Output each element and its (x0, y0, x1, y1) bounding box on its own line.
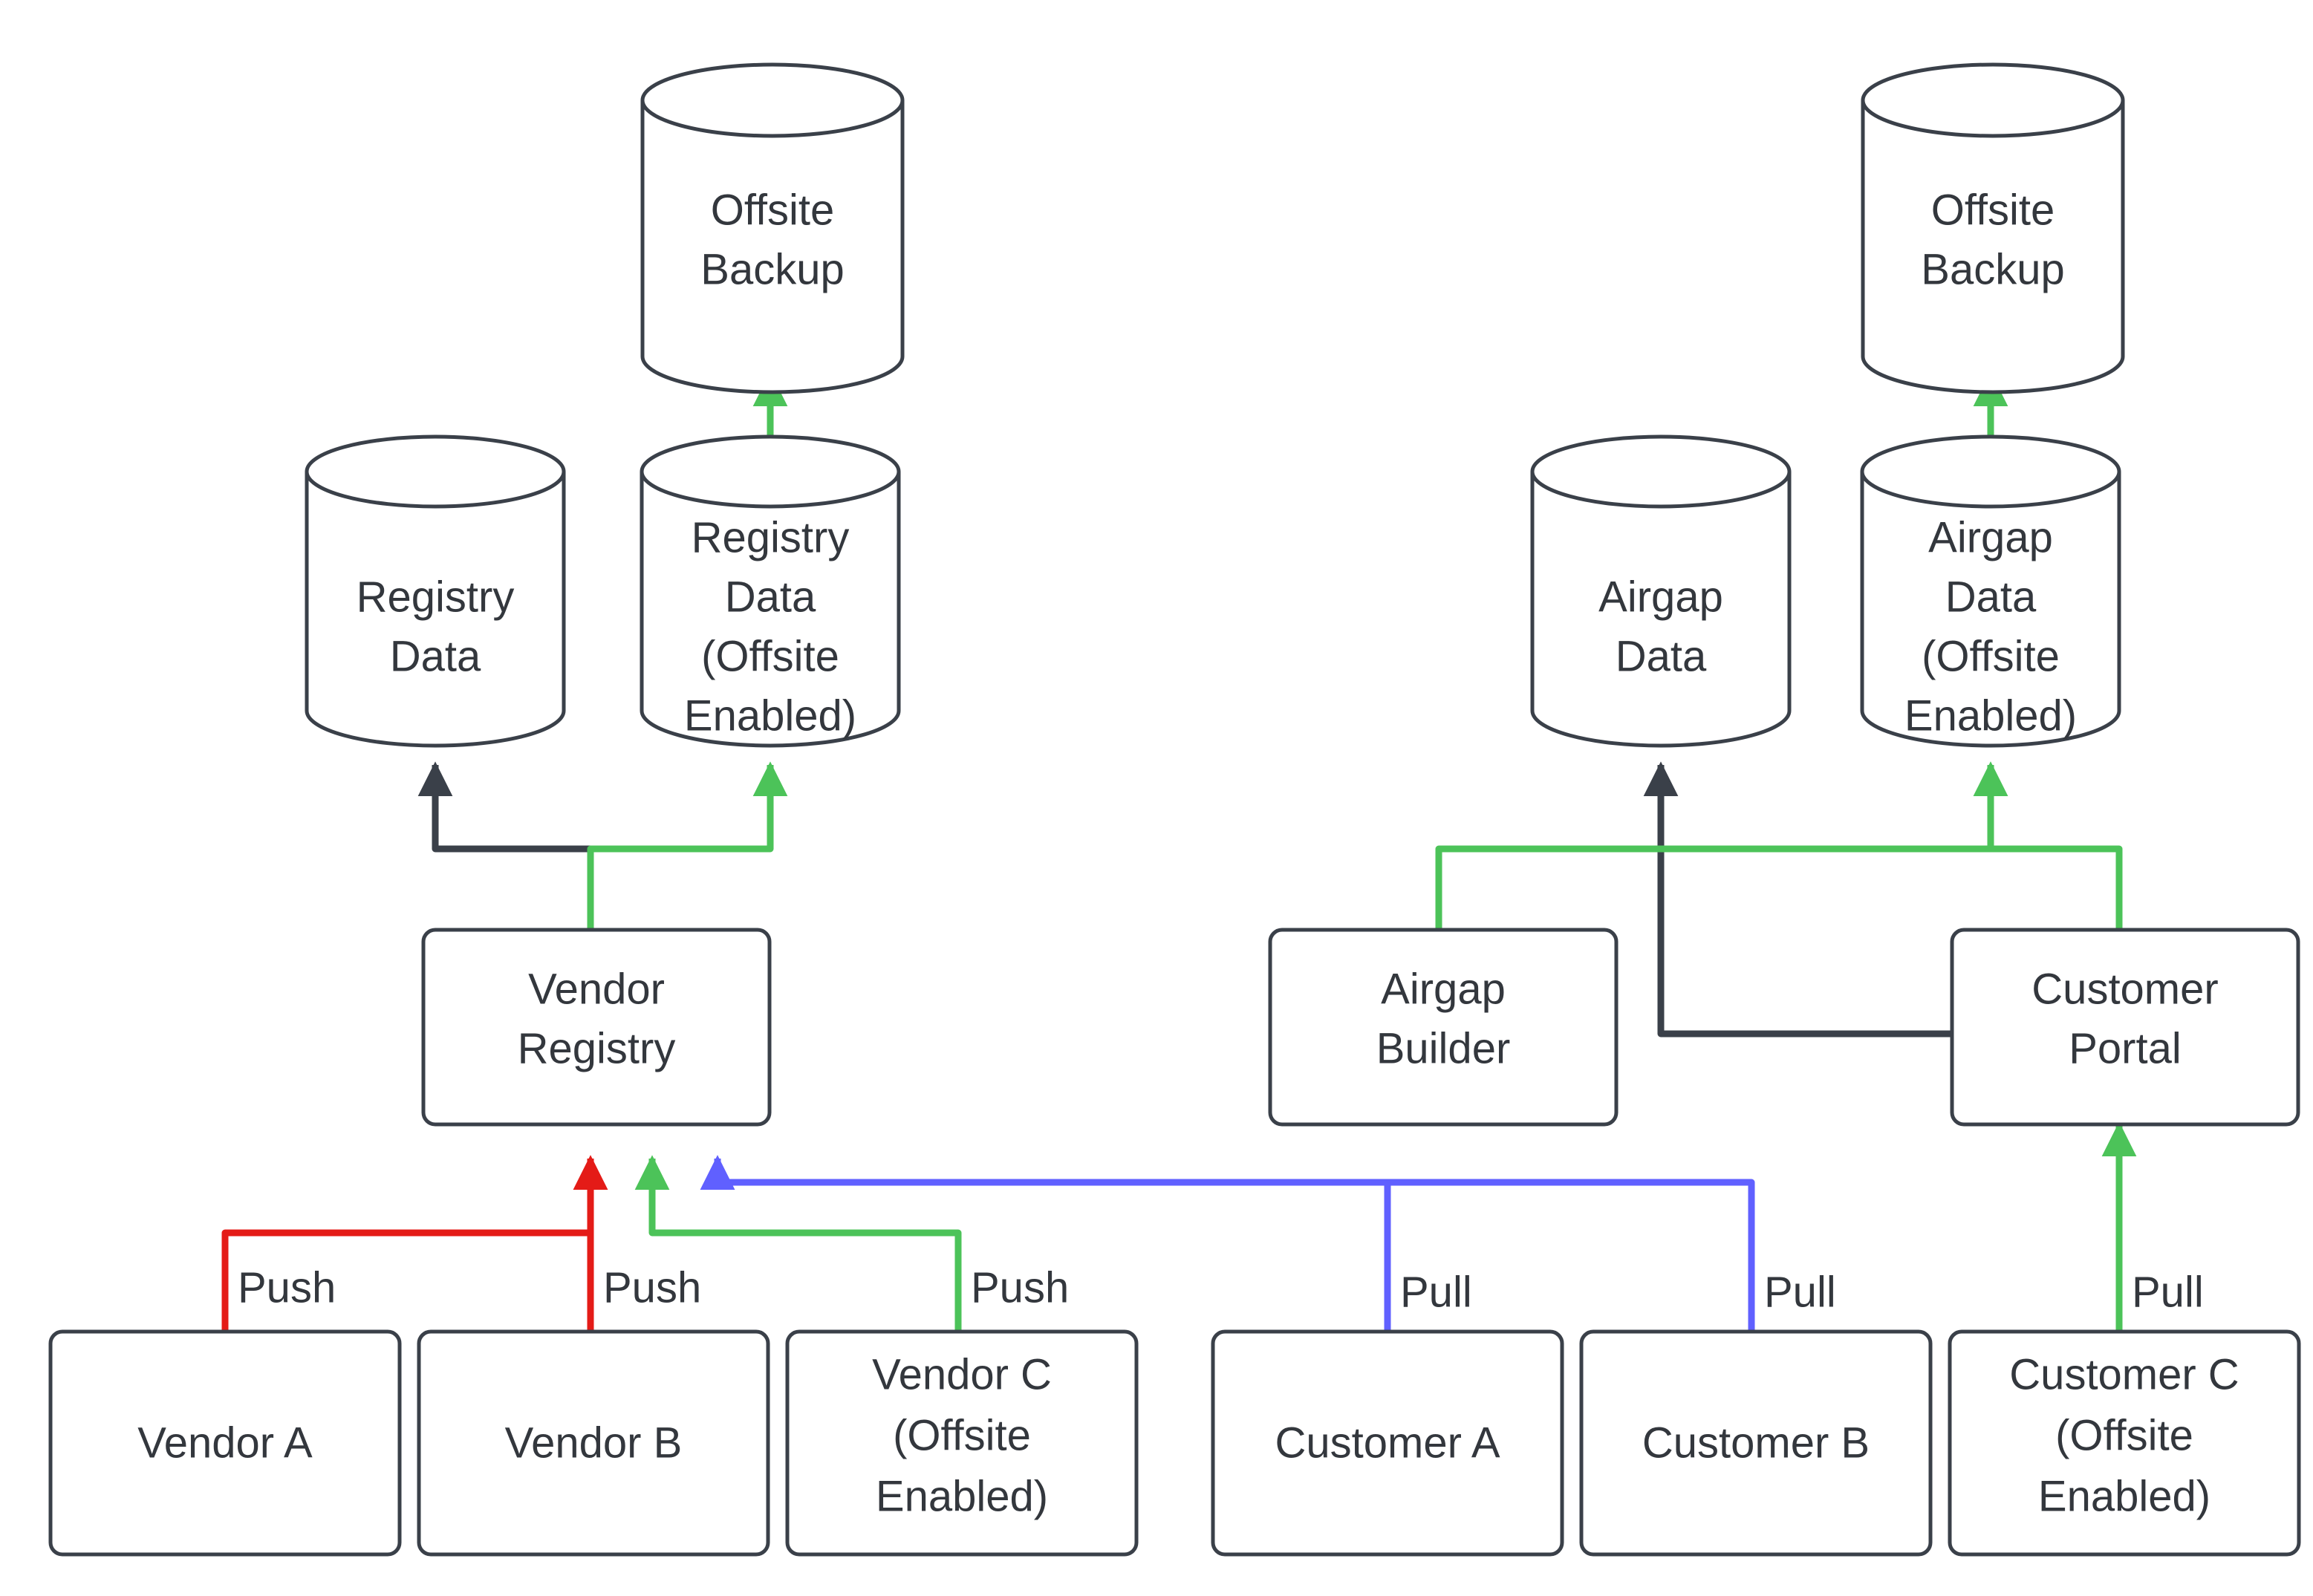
airgap-data-offsite-line2: Data (1945, 573, 2037, 621)
customer-b-label: Customer B (1642, 1419, 1870, 1467)
node-customer-a[interactable]: Customer A (1211, 1329, 1564, 1557)
node-offsite-backup-left[interactable]: Offsite Backup (640, 62, 905, 394)
offsite-backup-right-line2: Backup (1921, 245, 2064, 293)
node-customer-b[interactable]: Customer B (1579, 1329, 1933, 1557)
customer-c-line2: (Offsite (2055, 1411, 2193, 1459)
vendor-c-line3: Enabled) (876, 1472, 1048, 1520)
edge-label-pull-a: Pull (1400, 1268, 1472, 1316)
registry-data-offsite-line1: Registry (692, 513, 850, 561)
customer-c-line1: Customer C (2009, 1350, 2239, 1398)
airgap-data-line1: Airgap (1598, 573, 1723, 621)
node-vendor-registry[interactable]: Vendor Registry (421, 928, 772, 1127)
airgap-data-line2: Data (1616, 632, 1707, 680)
vendor-c-line1: Vendor C (872, 1350, 1052, 1398)
edge-label-push-b: Push (603, 1263, 701, 1312)
customer-c-line3: Enabled) (2038, 1472, 2210, 1520)
node-registry-data[interactable]: Registry Data (305, 434, 566, 748)
offsite-backup-left-line1: Offsite (711, 186, 835, 234)
edge-customer-b-to-vendor-registry (700, 1155, 1755, 1333)
edge-airgap-builder-to-airgap-data-offsite (1435, 761, 2008, 928)
node-vendor-a[interactable]: Vendor A (48, 1329, 402, 1557)
edge-vendor-registry-to-registry-data-offsite (587, 761, 788, 928)
registry-data-line2: Data (390, 632, 481, 680)
registry-data-offsite-line4: Enabled) (684, 691, 856, 740)
node-vendor-c[interactable]: Vendor C (Offsite Enabled) (785, 1329, 1139, 1557)
customer-a-label: Customer A (1275, 1419, 1500, 1467)
node-offsite-backup-right[interactable]: Offsite Backup (1861, 62, 2125, 394)
vendor-b-label: Vendor B (505, 1419, 683, 1467)
offsite-backup-left-line2: Backup (700, 245, 844, 293)
vendor-a-label: Vendor A (137, 1419, 313, 1467)
node-airgap-data[interactable]: Airgap Data (1530, 434, 1792, 748)
airgap-data-offsite-line4: Enabled) (1904, 691, 2077, 740)
customer-portal-line2: Portal (2069, 1024, 2182, 1072)
edge-label-pull-b: Pull (1764, 1268, 1836, 1316)
node-airgap-data-offsite[interactable]: Airgap Data (Offsite Enabled) (1860, 434, 2121, 748)
edge-vendor-registry-to-registry-data (417, 761, 594, 928)
airgap-builder-line1: Airgap (1381, 965, 1506, 1013)
airgap-data-offsite-line3: (Offsite (1922, 632, 2060, 680)
node-vendor-b[interactable]: Vendor B (417, 1329, 770, 1557)
airgap-data-offsite-line1: Airgap (1928, 513, 2053, 561)
node-customer-c[interactable]: Customer C (Offsite Enabled) (1948, 1329, 2301, 1557)
node-airgap-builder[interactable]: Airgap Builder (1268, 928, 1619, 1127)
vendor-c-line2: (Offsite (893, 1411, 1031, 1459)
airgap-builder-line2: Builder (1376, 1024, 1511, 1072)
edge-customer-portal-to-airgap-data (1643, 761, 1952, 1038)
edge-label-push-c: Push (971, 1263, 1069, 1312)
node-registry-data-offsite[interactable]: Registry Data (Offsite Enabled) (640, 434, 901, 748)
offsite-backup-right-line1: Offsite (1931, 186, 2055, 234)
vendor-registry-line2: Registry (518, 1024, 676, 1072)
edge-label-push-a: Push (238, 1263, 336, 1312)
edge-label-pull-c: Pull (2132, 1268, 2204, 1316)
node-customer-portal[interactable]: Customer Portal (1950, 928, 2300, 1127)
registry-data-line1: Registry (357, 573, 515, 621)
vendor-registry-line1: Vendor (528, 965, 665, 1013)
customer-portal-line1: Customer (2031, 965, 2218, 1013)
registry-data-offsite-line2: Data (725, 573, 816, 621)
registry-data-offsite-line3: (Offsite (701, 632, 839, 680)
edge-vendor-c-to-vendor-registry (634, 1155, 962, 1333)
edge-customer-portal-to-airgap-data-offsite (1973, 761, 2123, 928)
